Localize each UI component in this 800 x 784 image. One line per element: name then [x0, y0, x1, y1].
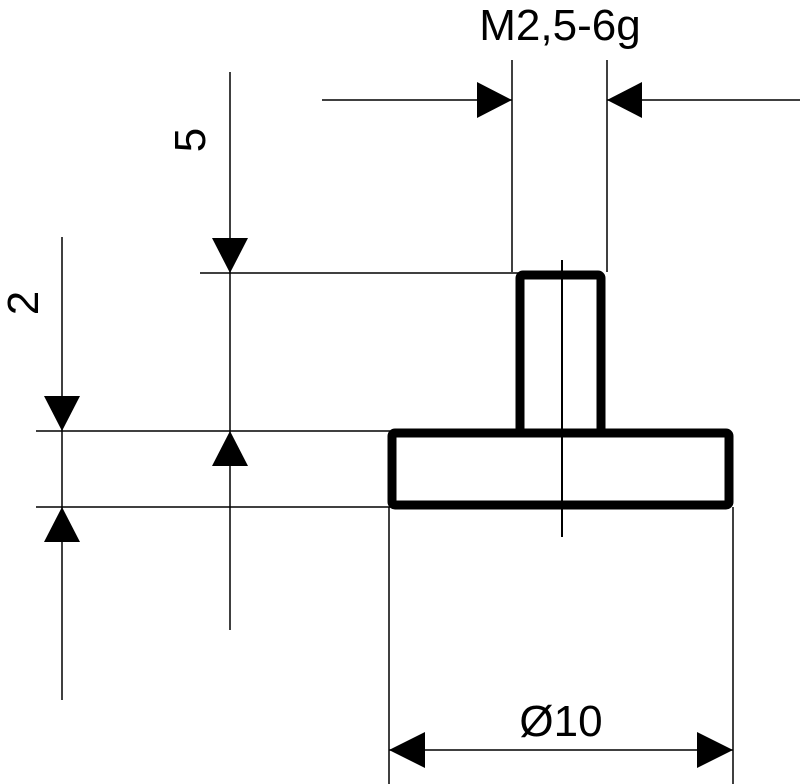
thread-spec-label: M2,5-6g [479, 1, 640, 50]
arrow-height-bottom [44, 507, 80, 542]
arrow-thread-left [477, 82, 512, 118]
part-outline [387, 270, 734, 510]
arrow-length-bottom [212, 431, 248, 466]
base-height-label: 2 [0, 291, 48, 315]
extension-lines [36, 60, 734, 784]
thread-length-label: 5 [166, 128, 215, 152]
arrow-height-top [44, 396, 80, 431]
part-base-disc [387, 428, 734, 510]
base-diameter-label: Ø10 [519, 697, 602, 746]
part-thread-stem [515, 270, 606, 438]
dimension-lines [61, 72, 800, 751]
arrow-diameter-left [389, 732, 425, 768]
arrow-diameter-right [697, 732, 733, 768]
arrow-thread-right [607, 82, 642, 118]
arrowheads [44, 82, 733, 768]
arrow-length-top [212, 238, 248, 273]
